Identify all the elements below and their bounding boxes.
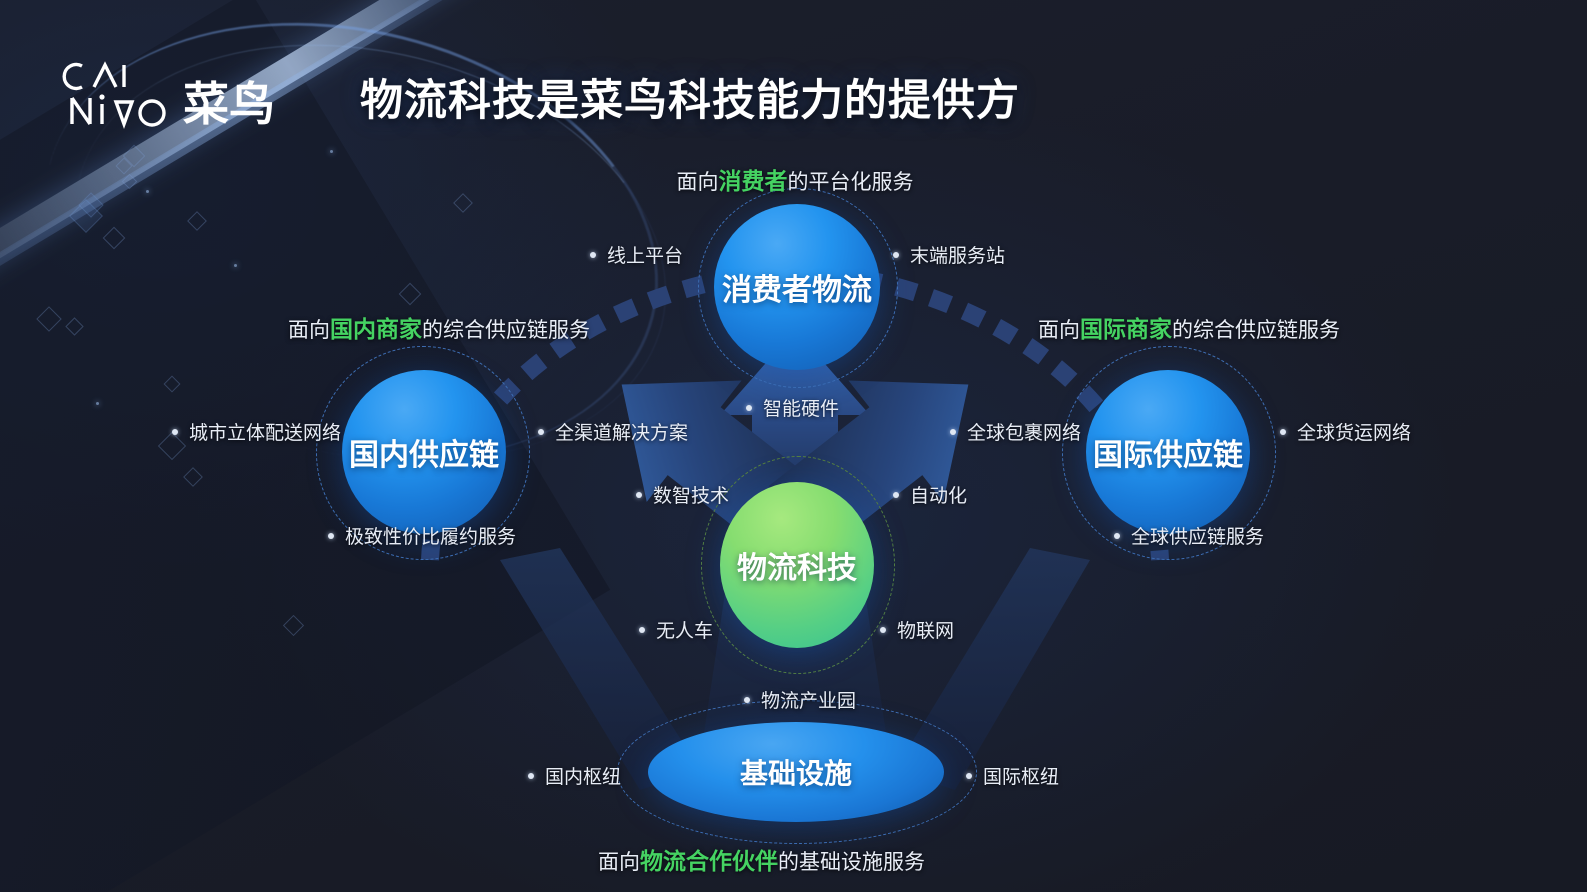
ring-consumer [698,188,898,388]
bullet-dot-icon [893,251,899,258]
bullet-dot-icon [528,772,534,779]
caption-infrastructure: 面向物流合作伙伴的基础设施服务 [598,842,925,876]
bullet-label: 物联网 [897,621,955,642]
bullet-domestic-1: 全渠道解决方案 [538,418,688,445]
caption-international: 面向国际商家的综合供应链服务 [1038,310,1340,344]
node-domestic-supply-chain[interactable]: 国内供应链 [342,370,506,534]
bullet-technology-2: 自动化 [893,481,967,508]
node-consumer-label: 消费者物流 [722,274,872,307]
bullet-dot-icon [746,404,752,411]
node-technology-label: 物流科技 [737,552,857,585]
bullet-label: 全渠道解决方案 [555,423,689,444]
logo-cn-text: 菜鸟 [183,78,275,130]
bullet-dot-icon [590,251,596,258]
caption-infrastructure-prefix: 面向 [598,851,640,874]
caption-consumer: 面向消费者的平台化服务 [677,162,914,196]
ring-international [1062,346,1276,560]
node-international-label: 国际供应链 [1093,439,1243,472]
bullet-label: 国内枢纽 [545,767,622,788]
caption-international-highlight: 国际商家 [1080,316,1172,342]
bullet-consumer-1: 末端服务站 [893,241,1005,268]
bullet-technology-3: 无人车 [639,616,713,643]
bullet-technology-0: 智能硬件 [746,394,839,421]
caption-infrastructure-suffix: 的基础设施服务 [778,851,925,874]
caption-consumer-highlight: 消费者 [718,168,788,194]
caption-domestic-suffix: 的综合供应链服务 [422,319,590,342]
bullet-label: 末端服务站 [910,246,1006,267]
bullet-dot-icon [1280,428,1286,435]
bullet-international-2: 全球供应链服务 [1114,522,1264,549]
caption-consumer-prefix: 面向 [676,171,719,194]
node-international-supply-chain[interactable]: 国际供应链 [1086,370,1250,534]
ring-domestic [316,346,530,560]
bullet-label: 自动化 [910,486,968,507]
bullet-domestic-0: 城市立体配送网络 [172,418,341,445]
bullet-international-0: 全球包裹网络 [950,418,1081,445]
page-title: 物流科技是菜鸟科技能力的提供方 [360,77,1020,125]
cainiao-logo: 菜鸟 [58,54,288,134]
bullet-dot-icon [744,696,750,703]
node-domestic-label: 国内供应链 [349,439,499,472]
bullet-label: 城市立体配送网络 [189,423,342,444]
caption-domestic-highlight: 国内商家 [330,316,422,342]
bullet-international-1: 全球货运网络 [1280,418,1411,445]
bullet-dot-icon [1114,532,1120,539]
node-consumer-logistics[interactable]: 消费者物流 [714,204,880,370]
bullet-label: 智能硬件 [763,399,840,420]
caption-domestic: 面向国内商家的综合供应链服务 [288,310,590,344]
bullet-label: 数智技术 [653,486,730,507]
bullet-label: 线上平台 [607,246,684,267]
ring-technology [701,456,895,674]
bullet-label: 全球供应链服务 [1131,527,1265,548]
caption-infrastructure-highlight: 物流合作伙伴 [640,848,778,874]
bullet-dot-icon [636,491,642,498]
bullet-label: 全球货运网络 [1297,423,1412,444]
bullet-technology-4: 物联网 [880,616,954,643]
caption-international-suffix: 的综合供应链服务 [1172,319,1340,342]
bullet-consumer-0: 线上平台 [590,241,683,268]
bullet-label: 全球包裹网络 [967,423,1082,444]
bullet-dot-icon [893,491,899,498]
bullet-dot-icon [538,428,544,435]
bullet-label: 物流产业园 [761,691,857,712]
bullet-infrastructure-0: 物流产业园 [744,686,856,713]
caption-consumer-suffix: 的平台化服务 [787,171,914,194]
node-logistics-technology[interactable]: 物流科技 [720,482,874,648]
node-infrastructure-label: 基础设施 [739,758,852,789]
bullet-dot-icon [172,428,178,435]
caption-international-prefix: 面向 [1038,319,1080,342]
bullet-infrastructure-1: 国内枢纽 [528,762,621,789]
bullet-label: 国际枢纽 [983,767,1060,788]
bullet-dot-icon [966,772,972,779]
bullet-technology-1: 数智技术 [636,481,729,508]
bullet-dot-icon [950,428,956,435]
ring-infrastructure [617,700,977,844]
bullet-label: 无人车 [656,621,714,642]
bullet-dot-icon [880,626,886,633]
bullet-dot-icon [328,532,334,539]
bullet-dot-icon [639,626,645,633]
bullet-domestic-2: 极致性价比履约服务 [328,522,516,549]
bullet-label: 极致性价比履约服务 [345,527,517,548]
bullet-infrastructure-2: 国际枢纽 [966,762,1059,789]
caption-domestic-prefix: 面向 [288,319,330,342]
node-infrastructure[interactable]: 基础设施 [648,722,944,822]
